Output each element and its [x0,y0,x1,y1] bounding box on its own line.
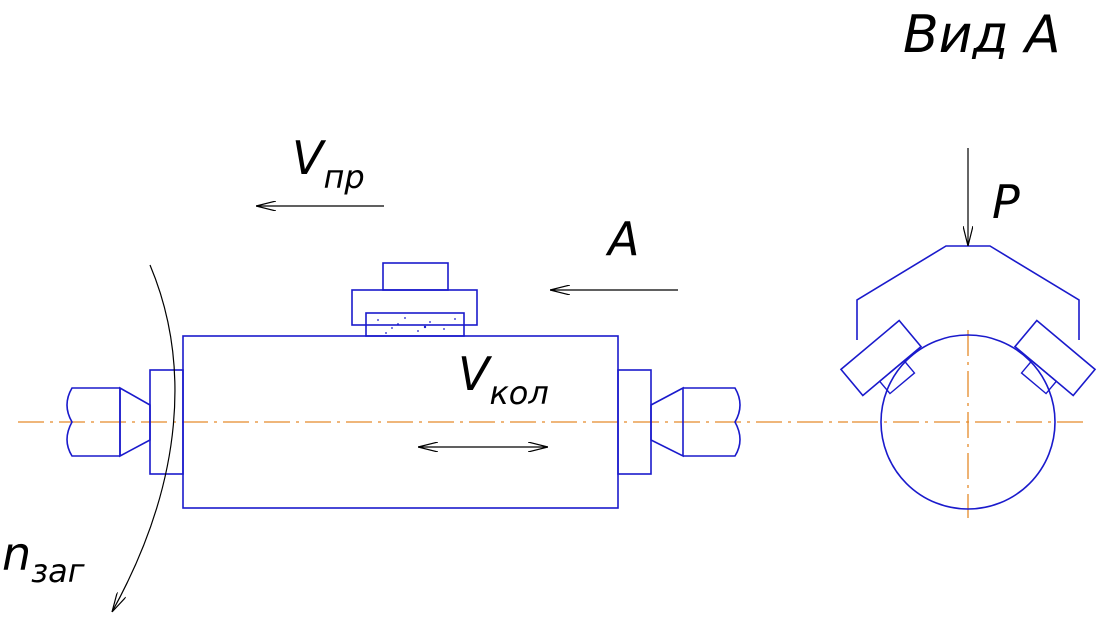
workpiece-speed-label: nзаг [2,527,85,590]
tool-holder-outline [856,245,1080,340]
tool-holder [351,289,478,326]
oscillation-velocity-subscript: кол [489,374,548,412]
workpiece-speed-base: n [2,527,31,581]
tool-head [351,262,478,337]
abrasive-stone-texture [377,317,456,334]
main-view [18,206,848,612]
abrasive-stone [365,312,465,337]
workpiece-cross-section [880,334,1056,510]
oscillation-velocity-base: V [458,347,493,401]
workpiece-speed-subscript: заг [31,552,85,590]
right-stone-holder [1013,319,1097,397]
oscillation-velocity-label: Vкол [458,347,549,412]
view-a [839,148,1097,518]
feed-velocity-label: Vпр [292,131,365,196]
right-spindle [650,386,741,458]
view-a-title: Вид А [903,5,1061,65]
force-label: Р [992,175,1020,229]
rotation-arc-arrow [112,264,176,612]
feed-velocity-subscript: пр [323,158,364,196]
feed-velocity-base: V [292,131,327,185]
view-arrow-label: А [605,212,639,266]
tool-head-top [382,262,449,291]
left-stone-holder [839,319,923,397]
